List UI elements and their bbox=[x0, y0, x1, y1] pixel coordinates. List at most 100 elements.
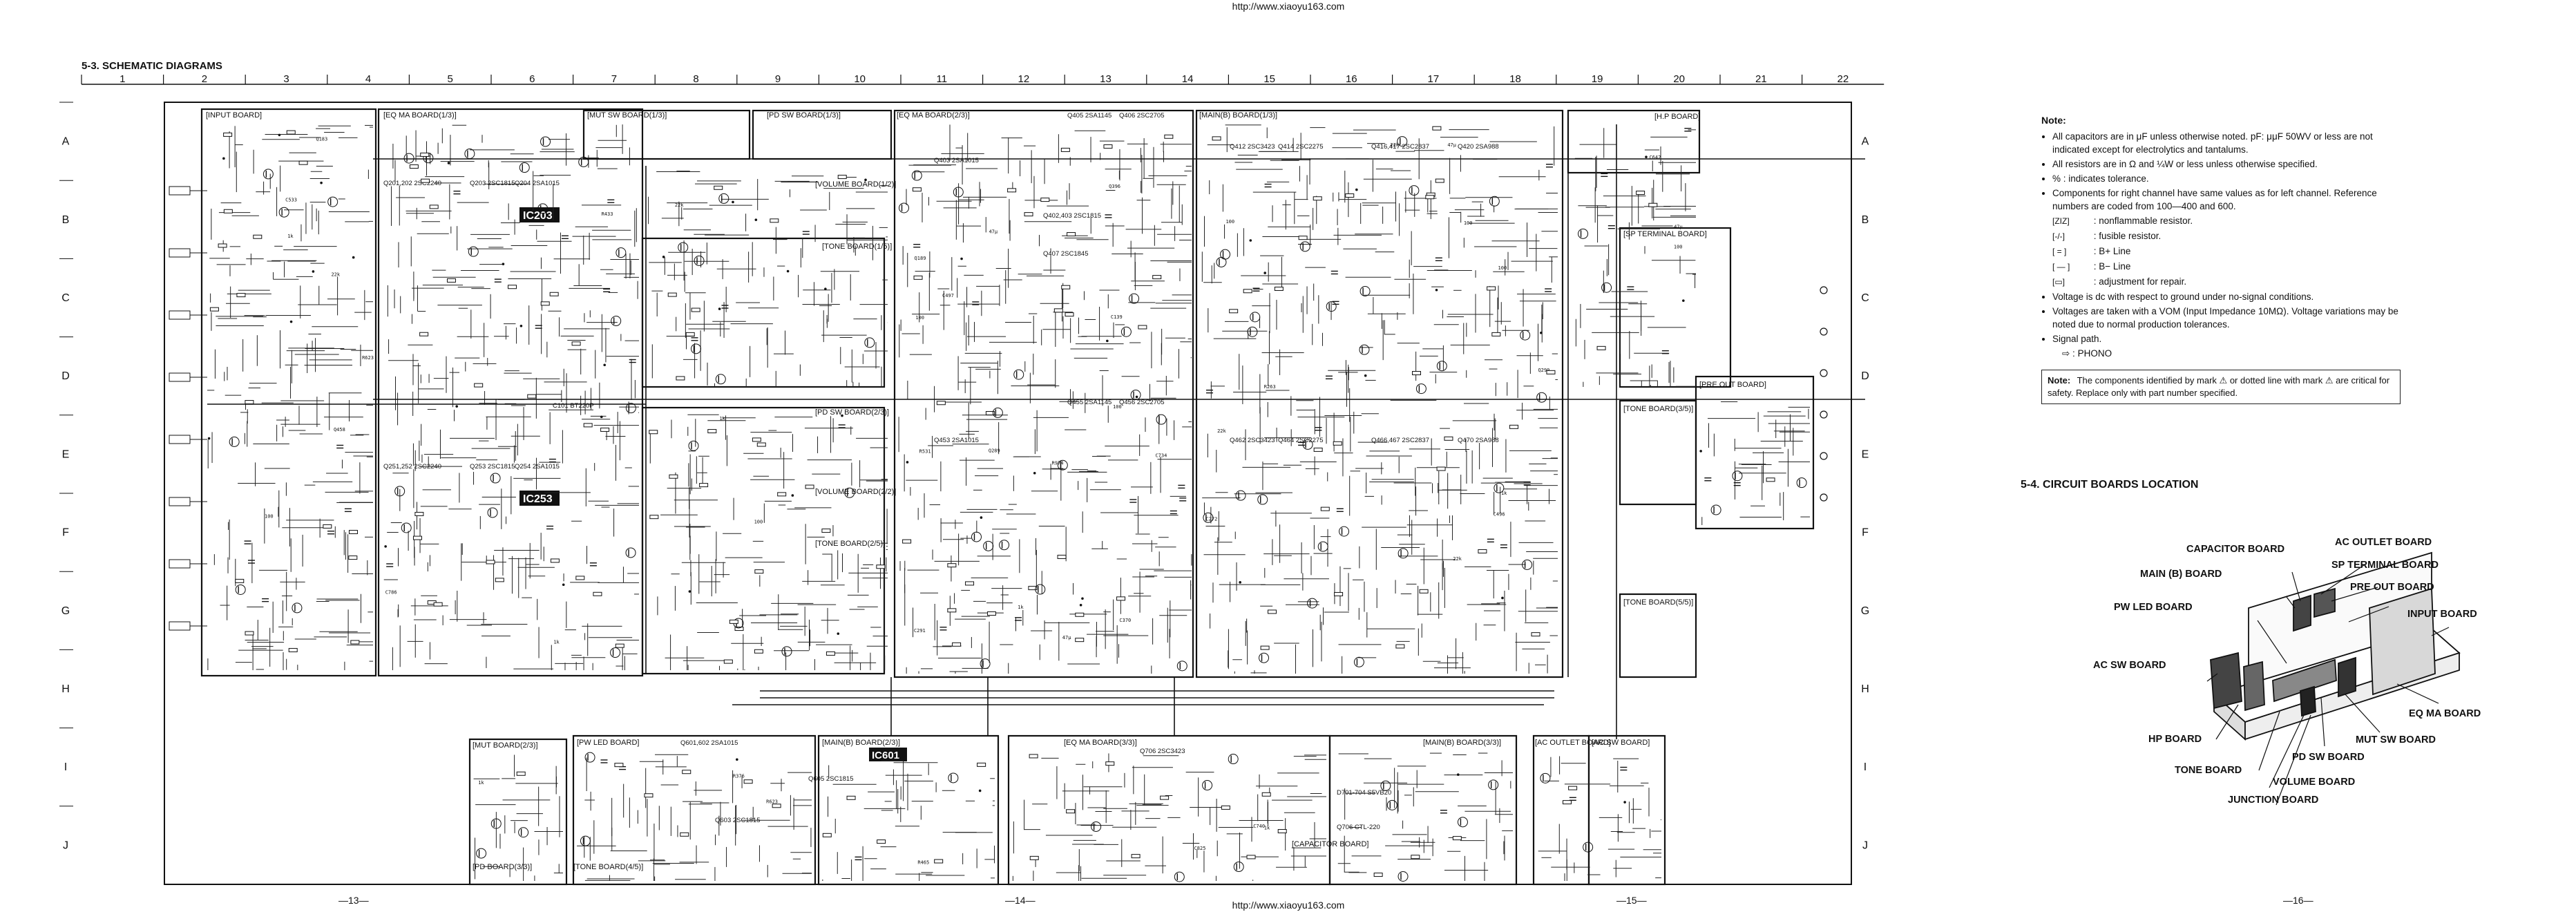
svg-text:R433: R433 bbox=[602, 211, 613, 217]
hp-board-outline bbox=[1567, 109, 1701, 174]
signal-path-phono: ⇨ : PHONO bbox=[2062, 348, 2112, 359]
svg-text:Q203 2SC1815: Q203 2SC1815 bbox=[470, 180, 515, 187]
label-capacitor: [CAPACITOR BOARD] bbox=[1292, 840, 1368, 848]
eq-ma-board-outline bbox=[377, 108, 644, 677]
svg-text:100: 100 bbox=[915, 315, 924, 321]
label-main-b-3: [MAIN(B) BOARD(3/3)] bbox=[1423, 739, 1501, 747]
column-label: 6 bbox=[529, 73, 535, 85]
watermark-bottom: http://www.xiaoyu163.com bbox=[1232, 900, 1345, 911]
svg-text:R974: R974 bbox=[1052, 460, 1064, 466]
svg-text:22k: 22k bbox=[1453, 556, 1462, 562]
svg-text:22k: 22k bbox=[1390, 142, 1399, 148]
svg-text:R531: R531 bbox=[919, 448, 931, 454]
svg-text:Q407 2SC1845: Q407 2SC1845 bbox=[1043, 250, 1089, 258]
label-tone-2: [TONE BOARD(2/5)] bbox=[815, 540, 885, 548]
svg-text:Q466,467 2SC2837: Q466,467 2SC2837 bbox=[1371, 437, 1429, 444]
svg-text:100: 100 bbox=[1674, 244, 1683, 249]
svg-text:Q605 2SC1815: Q605 2SC1815 bbox=[808, 775, 854, 783]
circuit-detail: Q183100R623Q45822kC5331kR4331kC78622k1k1… bbox=[169, 124, 1865, 882]
column-label: 5 bbox=[448, 73, 453, 85]
svg-text:C642: C642 bbox=[1649, 155, 1661, 160]
svg-text:R623: R623 bbox=[766, 799, 778, 804]
notes-list: All capacitors are in μF unless otherwis… bbox=[2041, 130, 2401, 360]
svg-text:Q453 2SA1015: Q453 2SA1015 bbox=[934, 437, 979, 444]
svg-text:100: 100 bbox=[1225, 219, 1234, 225]
svg-text:D701-704 S5VB20: D701-704 S5VB20 bbox=[1337, 789, 1391, 797]
svg-text:47μ: 47μ bbox=[1674, 224, 1683, 229]
note-item: Voltage is dc with respect to ground und… bbox=[2052, 290, 2401, 303]
loc-eq-ma: EQ MA BOARD bbox=[2409, 708, 2481, 719]
svg-text:1k: 1k bbox=[478, 780, 484, 786]
label-volume-1: [VOLUME BOARD(1/2)] bbox=[815, 180, 896, 189]
section-title: 5-3. SCHEMATIC DIAGRAMS bbox=[82, 60, 222, 72]
note-item: All capacitors are in μF unless otherwis… bbox=[2052, 130, 2401, 156]
label-pw-led: [PW LED BOARD] bbox=[577, 739, 639, 747]
svg-text:C370: C370 bbox=[1119, 618, 1131, 623]
svg-text:Q462 2SC3423: Q462 2SC3423 bbox=[1230, 437, 1275, 444]
label-hp: [H.P BOARD] bbox=[1654, 113, 1700, 121]
loc-volume: VOLUME BOARD bbox=[2273, 777, 2355, 788]
svg-text:C139: C139 bbox=[1111, 314, 1123, 320]
symbol-bplus-icon: [ = ] bbox=[2052, 247, 2067, 256]
svg-text:Q706 2SC3423: Q706 2SC3423 bbox=[1140, 748, 1185, 755]
column-label: 18 bbox=[1509, 73, 1521, 85]
label-eq-ma-1: [EQ MA BOARD(1/3)] bbox=[383, 111, 457, 120]
column-label: 14 bbox=[1182, 73, 1194, 85]
safety-note: Note: The components identified by mark … bbox=[2041, 370, 2401, 404]
sp-terminal-outline bbox=[1619, 227, 1732, 388]
svg-text:Q412 2SC3423: Q412 2SC3423 bbox=[1230, 143, 1275, 151]
pw-led-outline bbox=[572, 734, 817, 886]
location-labels: CAPACITOR BOARD AC OUTLET BOARD MAIN (B)… bbox=[2093, 537, 2481, 806]
loc-sp-terminal: SP TERMINAL BOARD bbox=[2331, 560, 2439, 571]
svg-text:Q253 2SC1815: Q253 2SC1815 bbox=[470, 463, 515, 471]
row-label: I bbox=[1864, 761, 1867, 773]
ic253-label: IC253 bbox=[523, 493, 553, 505]
loc-tone: TONE BOARD bbox=[2175, 765, 2242, 776]
row-label: B bbox=[1862, 214, 1869, 226]
note-item: Signal path. bbox=[2052, 332, 2401, 345]
column-label: 15 bbox=[1263, 73, 1275, 85]
svg-text:Q183: Q183 bbox=[316, 137, 327, 142]
svg-text:R465: R465 bbox=[917, 860, 929, 866]
svg-text:Q406 2SC2705: Q406 2SC2705 bbox=[1119, 112, 1165, 120]
svg-text:C272: C272 bbox=[1205, 517, 1217, 522]
row-label: J bbox=[1862, 839, 1868, 851]
svg-text:47μ: 47μ bbox=[989, 229, 998, 234]
row-label: B bbox=[62, 214, 70, 226]
board-outlines-bottom bbox=[468, 734, 1666, 886]
tone-board-5-outline bbox=[1619, 593, 1697, 678]
svg-text:1k: 1k bbox=[287, 234, 294, 239]
label-input: [INPUT BOARD] bbox=[206, 111, 262, 120]
column-label: 16 bbox=[1346, 73, 1357, 85]
board-labels: [INPUT BOARD] [EQ MA BOARD(1/3)] [MUT SW… bbox=[206, 111, 1766, 871]
boards-location-title: 5-4. CIRCUIT BOARDS LOCATION bbox=[2021, 479, 2199, 491]
svg-text:100: 100 bbox=[1464, 220, 1473, 226]
row-label: A bbox=[62, 136, 70, 148]
column-label: 19 bbox=[1592, 73, 1603, 85]
column-label: 8 bbox=[693, 73, 698, 85]
note-symbol-row: [ZIZ] : nonflammable resistor. bbox=[2052, 214, 2401, 228]
pre-out-outline bbox=[1695, 375, 1815, 530]
svg-text:100: 100 bbox=[1498, 265, 1507, 271]
label-pre-out: [PRE OUT BOARD] bbox=[1699, 381, 1766, 389]
loc-ac-sw: AC SW BOARD bbox=[2093, 660, 2166, 671]
note-symbol-row: [ — ] : B− Line bbox=[2052, 260, 2401, 274]
symbol-adjust-icon: [▭] bbox=[2052, 277, 2065, 287]
svg-text:Q254 2SA1015: Q254 2SA1015 bbox=[515, 463, 560, 471]
row-label: H bbox=[1861, 683, 1869, 695]
label-tone-3: [TONE BOARD(3/5)] bbox=[1623, 405, 1693, 413]
note-symbol-row: [-/-] : fusible resistor. bbox=[2052, 229, 2401, 243]
column-label: 17 bbox=[1428, 73, 1440, 85]
svg-text:Q416,417 2SC2837: Q416,417 2SC2837 bbox=[1371, 143, 1429, 151]
page-number-16: —16— bbox=[2283, 895, 2313, 906]
label-pd-sw-1: [PD SW BOARD(1/3)] bbox=[767, 111, 841, 120]
svg-text:Q464 2SC2275: Q464 2SC2275 bbox=[1278, 437, 1324, 444]
column-label: 2 bbox=[202, 73, 207, 85]
row-label: J bbox=[63, 839, 68, 851]
label-pd-sw-2: [PD SW BOARD(2/3)] bbox=[815, 408, 889, 417]
note-item: All resistors are in Ω and ¼W or less un… bbox=[2052, 158, 2401, 171]
boards-location-diagram bbox=[2210, 551, 2461, 741]
page-numbers: —13— —14— —15— —16— bbox=[338, 895, 2313, 906]
svg-text:22k: 22k bbox=[331, 272, 340, 277]
notes-panel: Note: All capacitors are in μF unless ot… bbox=[2041, 114, 2401, 361]
